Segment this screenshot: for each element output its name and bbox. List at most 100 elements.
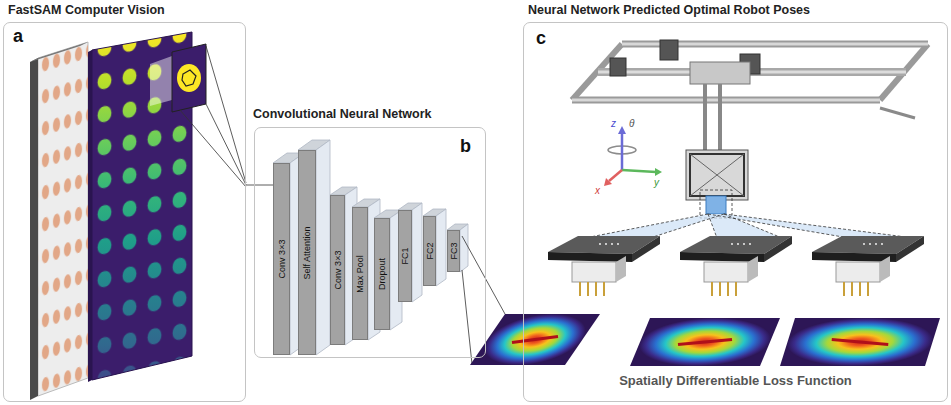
- gripper-pose-part-part-part: [587, 282, 589, 296]
- gantry-robot-part: [700, 190, 732, 218]
- gripper-pose-part: [812, 236, 924, 296]
- layer-block: Conv 3×3: [330, 195, 345, 345]
- axis-label: y: [654, 178, 659, 188]
- gripper-pose-part-part: [875, 243, 877, 245]
- gripper-pose-part-part-part: [727, 282, 729, 296]
- layer-depth-faces: [273, 140, 468, 355]
- gantry-robot-part: [880, 108, 915, 118]
- axis-triad-part: [655, 168, 662, 176]
- layer-label: FC1: [401, 247, 410, 264]
- layer-depth-faces-part: [460, 224, 468, 272]
- output-lines-part: [462, 270, 472, 364]
- heatmap-part-part: [470, 314, 600, 365]
- camera-fan-part: [708, 214, 914, 238]
- gripper-pose-part-part: [712, 282, 736, 296]
- heatmap-part: [470, 314, 600, 365]
- axis-triad-part: [622, 170, 656, 172]
- layer-block: Max Pool: [352, 207, 368, 340]
- camera-fan-part-part: [724, 214, 914, 238]
- gripper-pose-part-part: [863, 243, 865, 245]
- zoom-lines: [180, 46, 246, 187]
- axis-label: θ: [629, 119, 634, 129]
- gripper-pose-part-part-part: [711, 282, 713, 296]
- axis-label: x: [595, 186, 600, 196]
- layer-label: Conv 3×3: [333, 251, 342, 290]
- heatmap-part: [780, 318, 940, 366]
- gripper-pose-part-part: [749, 243, 751, 245]
- gripper-pose-part: [548, 236, 660, 296]
- gantry-robot-part: [572, 97, 880, 104]
- panel-title: FastSAM Computer Vision: [8, 3, 165, 17]
- heatmap-part: [630, 318, 780, 366]
- gantry-robot: [572, 40, 928, 218]
- gripper-pose-part-part: [599, 243, 601, 245]
- layer-block: Conv 3×3: [273, 163, 290, 355]
- plate-illustration-part: [182, 70, 196, 86]
- gantry-robot-part: [706, 196, 726, 214]
- connector-line: [246, 185, 273, 186]
- heatmap-part-part: [512, 336, 558, 342]
- gripper-pose-part-part-part: [719, 282, 721, 296]
- gantry-robot-part: [690, 62, 750, 84]
- gantry-robot-part: [572, 99, 880, 102]
- layer-depth-faces-part: [412, 203, 422, 302]
- gripper-pose-part-part-part: [735, 282, 737, 296]
- camera-fan-part: [585, 214, 724, 238]
- gantry-robot-part: [660, 40, 678, 60]
- gripper-pose-part-part: [611, 243, 613, 245]
- gripper-pose-part-part: [632, 236, 660, 262]
- layer-label: Max Pool: [356, 255, 365, 293]
- layer-block: FC3: [447, 230, 460, 272]
- layer-label: Dropout: [378, 258, 387, 290]
- gripper-pose-part-part-part: [579, 282, 581, 296]
- panel-box: FastSAM Computer Visiona: [3, 22, 246, 402]
- layer-depth-faces-part: [316, 140, 330, 355]
- layer-label: FC3: [449, 242, 458, 259]
- layer-label: FC2: [425, 242, 434, 259]
- output-lines-part: [462, 236, 505, 314]
- axis-triad: [604, 126, 662, 186]
- plate-illustration-part: [88, 50, 92, 382]
- gripper-pose-part-part: [704, 262, 748, 282]
- camera-fan: [585, 214, 914, 238]
- camera-fan-part-part: [650, 214, 724, 238]
- gripper-pose-part-part: [881, 243, 883, 245]
- gripper-pose-part-part: [580, 282, 604, 296]
- panel-caption: Spatially Differentiable Loss Function: [524, 373, 947, 388]
- gripper-pose-part-part: [617, 243, 619, 245]
- plate-illustration-part: [38, 42, 88, 396]
- layer-label: Self Attention: [303, 226, 312, 279]
- zoom-lines-part: [206, 104, 246, 185]
- gripper-pose-part-part-part: [867, 282, 869, 296]
- gripper-pose-part-part: [844, 282, 868, 296]
- gripper-pose-part-part-part: [595, 282, 597, 296]
- plate-illustration-part: [38, 42, 88, 396]
- gripper-pose-part-part: [748, 256, 758, 282]
- camera-fan-part-part: [708, 214, 717, 238]
- gripper-pose-part-part: [731, 243, 733, 245]
- gantry-robot-part: [686, 150, 748, 200]
- gantry-robot-part: [703, 84, 707, 150]
- gripper-pose-part-part: [737, 243, 739, 245]
- camera-fan-part-part: [585, 214, 708, 238]
- gripper-pose-part: [680, 236, 792, 296]
- gripper-pose-part-part: [572, 262, 616, 282]
- plate-illustration-part: [172, 44, 206, 112]
- heatmap: [470, 314, 940, 366]
- layer-block: Dropout: [374, 218, 390, 330]
- plate-illustration-part: [30, 42, 88, 62]
- heatmap-part-part: [780, 318, 940, 366]
- axis-triad-part: [609, 170, 622, 181]
- zoom-lines-part: [206, 46, 246, 183]
- panel-letter: b: [460, 136, 471, 157]
- gripper-pose-part-part: [896, 236, 924, 262]
- layer-label: Conv 3×3: [277, 240, 286, 279]
- gripper-pose-part-part: [880, 256, 890, 282]
- gripper-pose-part-part-part: [843, 282, 845, 296]
- camera-fan-part: [585, 214, 914, 238]
- gantry-robot-part: [610, 58, 626, 76]
- gripper-pose-part-part: [743, 243, 745, 245]
- plate-illustration-part: [30, 58, 38, 400]
- gripper-pose: [548, 236, 924, 296]
